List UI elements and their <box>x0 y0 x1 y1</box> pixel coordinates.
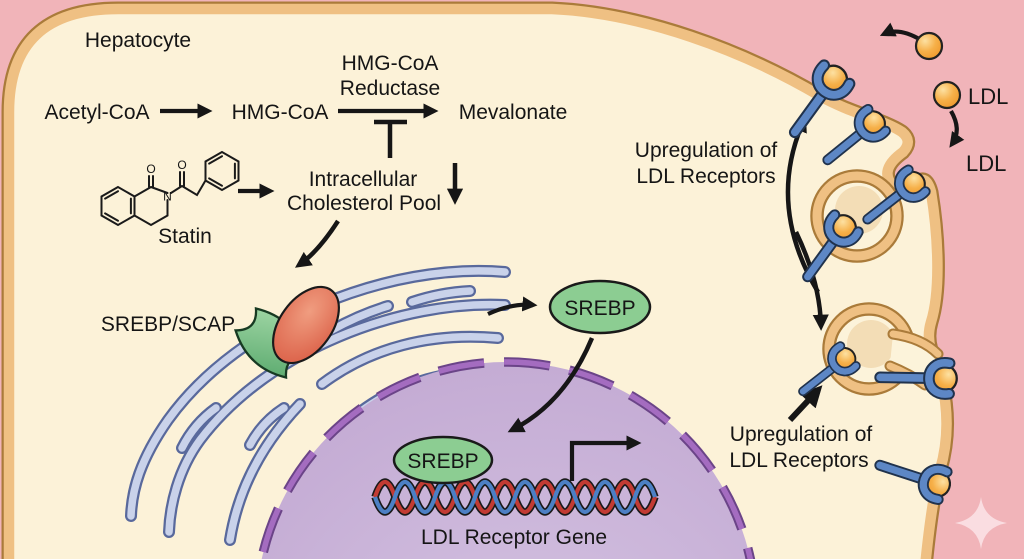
statin-label: Statin <box>158 225 212 248</box>
statin-oxygen-1: O <box>146 162 155 176</box>
srebp-scap-complex-icon <box>234 285 340 379</box>
ldl-particle <box>932 80 962 110</box>
enzyme-label-line2: Reductase <box>340 77 440 100</box>
upregulation-top-line1: Upregulation of <box>635 139 778 162</box>
transcription-arrow <box>569 435 642 481</box>
hmg-coa-label: HMG-CoA <box>232 101 329 124</box>
pool-label-line1: Intracellular <box>309 168 418 191</box>
arrow-recycle-down <box>793 231 829 331</box>
acetyl-coa-label: Acetyl-CoA <box>44 101 149 124</box>
ldl-particle <box>914 31 944 61</box>
arrow-pool-to-er <box>294 219 340 268</box>
statin-nitrogen: N <box>163 190 172 204</box>
upregulation-top-line2: LDL Receptors <box>636 165 775 188</box>
arrow-upregulation-vesicle <box>787 385 823 423</box>
ldl-label-lower: LDL <box>966 151 1006 176</box>
srebp-cytoplasm-label: SREBP <box>564 297 635 320</box>
arrow-er-to-srebp <box>487 296 538 316</box>
srebp-nucleus: SREBP <box>392 435 494 485</box>
nuclear-envelope <box>258 359 754 559</box>
srebp-nucleus-label: SREBP <box>407 450 478 473</box>
enzyme-label-line1: HMG-CoA <box>342 52 439 75</box>
dna-helix-icon <box>371 478 659 516</box>
pathway-arrows <box>160 103 595 433</box>
srebp-cytoplasm: SREBP <box>548 279 652 335</box>
ldl-label-upper: LDL <box>968 84 1008 109</box>
sparkle-icon <box>955 497 1007 549</box>
ldl-receptor-gene-label: LDL Receptor Gene <box>421 526 607 549</box>
upregulation-bottom-line1: Upregulation of <box>730 423 873 446</box>
statin-oxygen-2: O <box>177 158 186 172</box>
arrow-srebp-to-nucleus <box>507 337 595 433</box>
pool-label-line2: Cholesterol Pool <box>287 192 441 215</box>
mevalonate-label: Mevalonate <box>459 101 568 124</box>
hepatocyte-cell <box>9 9 947 559</box>
hepatocyte-label: Hepatocyte <box>85 29 191 52</box>
statin-structure-icon: N O O <box>100 150 240 227</box>
arrow-ldl-binding-mid <box>949 109 965 148</box>
recycling-arrows <box>785 22 965 423</box>
srebp-scap-label: SREBP/SCAP <box>101 313 235 336</box>
upregulation-bottom-line2: LDL Receptors <box>729 449 868 472</box>
